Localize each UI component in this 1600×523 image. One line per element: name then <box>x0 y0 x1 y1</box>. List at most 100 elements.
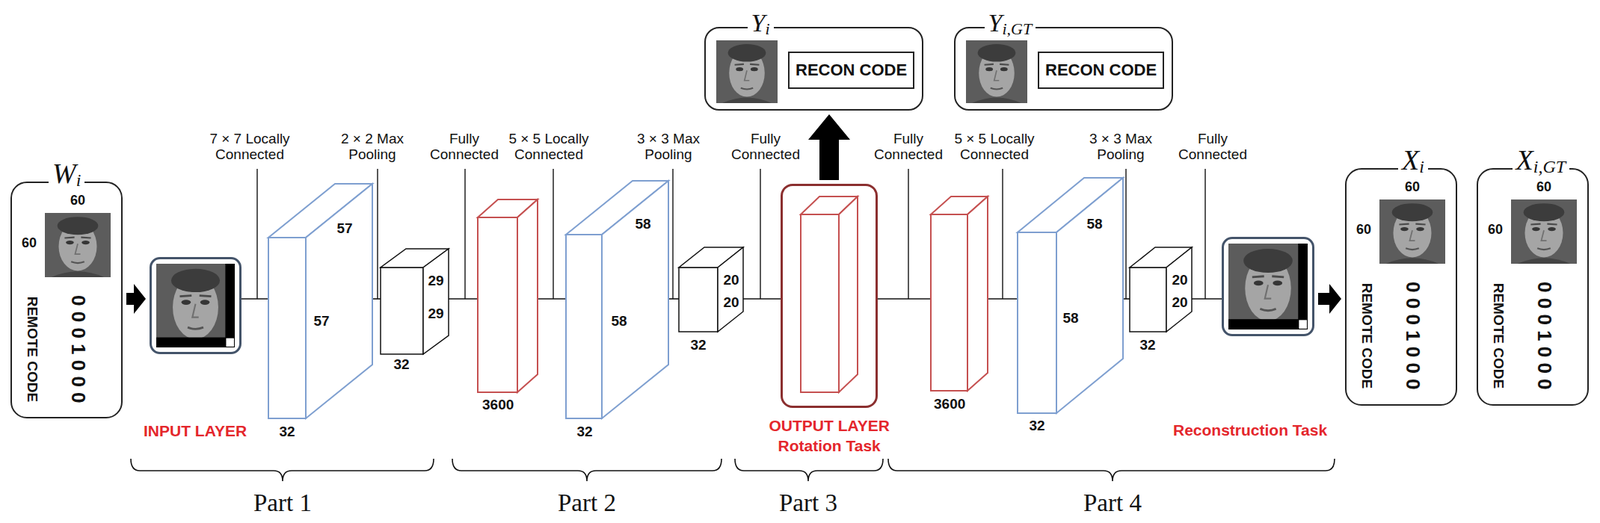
dimension-number: 32 <box>1140 337 1156 354</box>
dimension-number: 60 <box>70 193 86 209</box>
face-shoulders <box>1517 257 1571 264</box>
face-image <box>156 263 235 348</box>
layer-operation-label: Fully Connected <box>859 131 958 163</box>
task-heading: OUTPUT LAYER <box>769 417 890 435</box>
subscript-title: Yi,GT <box>984 10 1037 38</box>
face-image <box>44 213 111 278</box>
layer-cuboid: 3600 <box>477 199 538 393</box>
layer-operation-label: Fully Connected <box>1164 131 1262 163</box>
leader-line <box>672 168 673 300</box>
code-label: RECON CODE <box>1045 61 1157 80</box>
leader-line <box>464 168 466 300</box>
layer-cuboid: 575732 <box>268 183 373 419</box>
layer-cuboid: 202032 <box>678 247 744 332</box>
face-hair <box>1243 248 1293 273</box>
title-letter: Y <box>751 8 766 37</box>
mask-bar <box>1297 243 1308 330</box>
face-eye <box>985 67 993 72</box>
leader-line <box>256 168 258 300</box>
subscript-title: Xi,GT <box>1512 145 1571 176</box>
part-bracket <box>130 459 434 482</box>
mask-bar <box>225 263 235 348</box>
face-hair <box>977 44 1017 63</box>
dimension-number: 20 <box>1172 272 1189 289</box>
face-brow <box>734 63 760 66</box>
input-code-box: Xi6060REMOTE CODE0 0 0 1 0 0 0 <box>1345 168 1458 406</box>
code-digits: 0 0 0 1 0 0 0 <box>66 295 89 404</box>
layer-operation-label: 5 × 5 Locally Connected <box>945 131 1043 163</box>
cuboid-side <box>305 183 373 419</box>
layer-cuboid: 202032 <box>1129 247 1192 332</box>
part-bracket <box>888 459 1335 482</box>
face-eye <box>81 240 90 245</box>
dimension-number: 58 <box>635 216 652 233</box>
mask-bar <box>1228 319 1308 330</box>
output-code-box: Yi,GTRECON CODE <box>954 26 1174 111</box>
face-hair <box>171 269 220 293</box>
cuboid-front <box>800 214 839 393</box>
face-brow <box>1252 276 1284 278</box>
cuboid-shape <box>565 180 669 419</box>
subscript-title: Yi <box>747 10 774 38</box>
face-layer-box: Reconstruction Task <box>1221 237 1315 337</box>
layer-operation-label: Fully Connected <box>717 131 815 163</box>
subscript-title: Xi <box>1398 145 1429 176</box>
face-eye <box>735 67 744 72</box>
face-image <box>965 40 1028 104</box>
title-subscript: i,GT <box>1001 19 1032 39</box>
cuboid-shape <box>678 247 744 332</box>
cuboid-side <box>967 196 988 392</box>
face-mouth <box>740 88 753 90</box>
title-letter: W <box>52 157 77 190</box>
face-hair <box>57 216 99 235</box>
dimension-number: 60 <box>1536 180 1552 196</box>
face-background <box>44 213 111 278</box>
input-code-box: Xi,GT6060REMOTE CODE0 0 0 1 0 0 0 <box>1476 168 1589 406</box>
dimension-number: 32 <box>279 424 296 441</box>
layer-connector <box>1191 298 1222 300</box>
output-code-box: YiRECON CODE <box>704 26 924 111</box>
face-hair <box>1523 203 1565 222</box>
dimension-number: 32 <box>577 424 593 441</box>
part-label: Part 3 <box>779 491 838 516</box>
cuboid-front <box>678 267 718 332</box>
face-nose <box>1409 230 1415 241</box>
face-background <box>156 263 235 348</box>
layer-cuboid: 585832 <box>1017 177 1123 414</box>
face-image <box>1228 243 1308 330</box>
face-image <box>716 40 778 104</box>
cuboid-side <box>1056 177 1123 414</box>
face-nose <box>1540 230 1547 241</box>
face-layer-box: INPUT LAYER <box>149 257 242 355</box>
cuboid-shape <box>268 183 373 419</box>
recon-code-box: RECON CODE <box>1037 51 1165 89</box>
face-nose <box>1265 284 1272 299</box>
recon-code-box: RECON CODE <box>788 51 915 89</box>
cuboid-side <box>1166 247 1192 332</box>
layer-connector <box>372 298 381 300</box>
layer-connector <box>537 298 566 300</box>
face-eye <box>1547 227 1556 232</box>
dimension-number: 29 <box>428 306 445 323</box>
layer-connector <box>1122 298 1130 300</box>
cuboid-side <box>517 199 538 393</box>
task-heading: Rotation Task <box>778 437 881 455</box>
layer-operation-label: 3 × 3 Max Pooling <box>1072 131 1170 163</box>
dimension-number: 60 <box>1356 222 1372 238</box>
output-layer-box: OUTPUT LAYERRotation Task <box>780 183 878 409</box>
title-letter: X <box>1401 144 1420 176</box>
inner-cuboid <box>782 186 876 406</box>
face-mouth <box>71 261 85 264</box>
cuboid-front <box>477 217 518 393</box>
dimension-number: 20 <box>1172 295 1189 312</box>
face-background <box>965 40 1028 104</box>
layer-connector <box>448 298 478 300</box>
dimension-number: 57 <box>314 314 330 330</box>
face-eye <box>181 299 192 306</box>
face-mouth <box>187 327 204 329</box>
code-caption: REMOTE CODE <box>1490 282 1506 389</box>
face-eye <box>1000 67 1008 72</box>
task-heading: Reconstruction Task <box>1173 421 1328 439</box>
title-subscript: i,GT <box>1533 157 1566 177</box>
input-code-box: Wi6060REMOTE CODE0 0 0 1 0 0 0 <box>10 181 123 419</box>
